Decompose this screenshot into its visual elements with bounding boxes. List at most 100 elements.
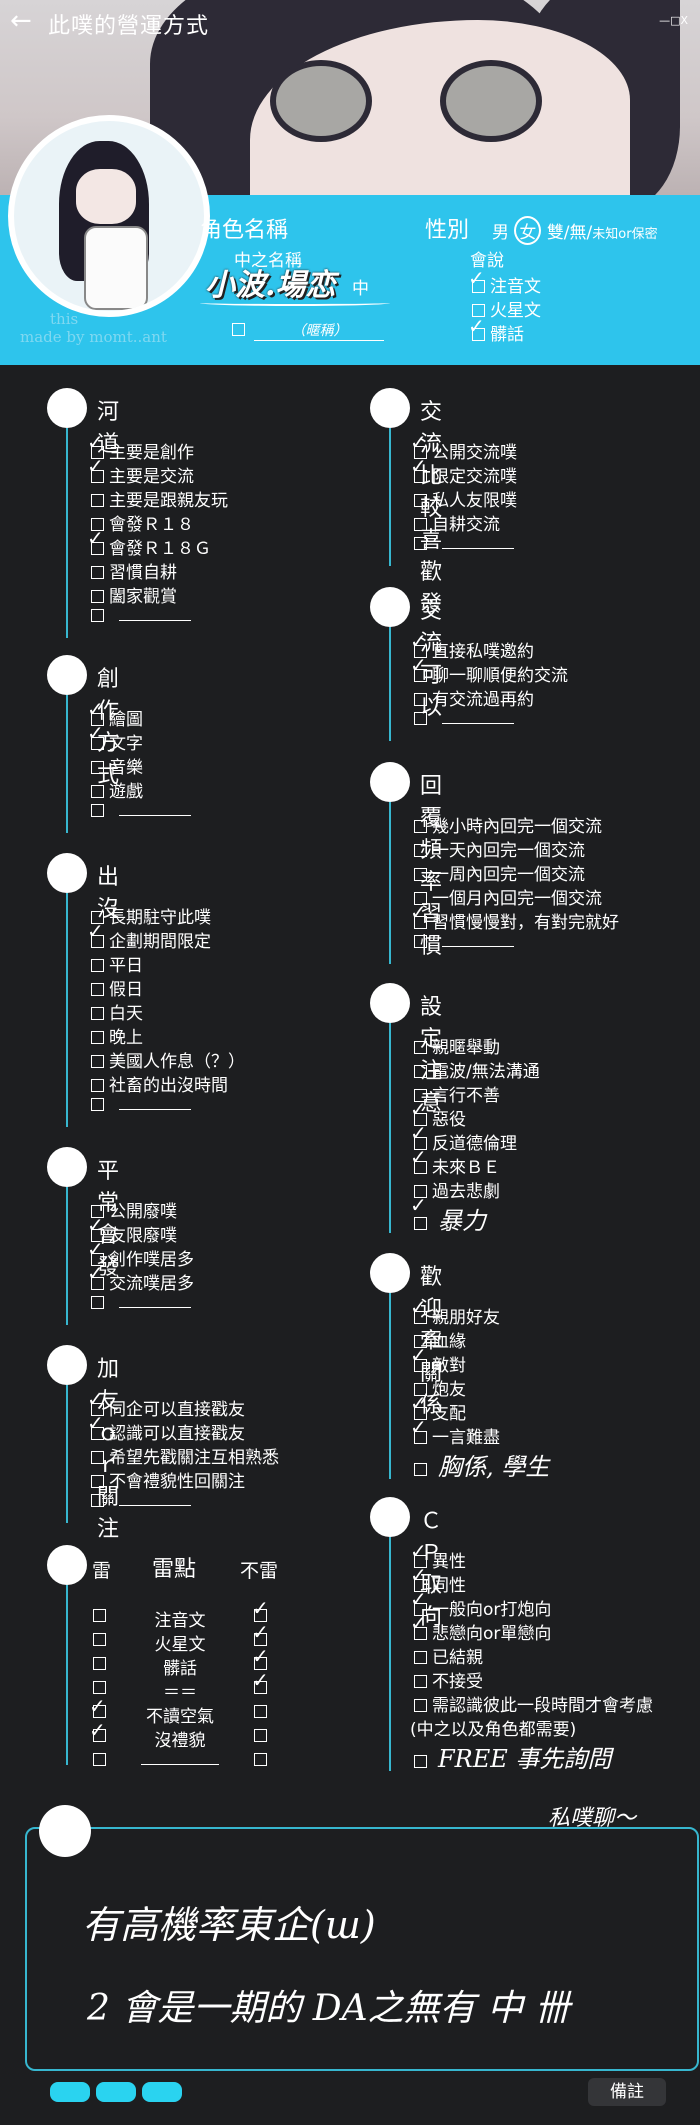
checklist-item[interactable]: 炮友 (414, 1375, 466, 1400)
checkbox[interactable] (414, 820, 427, 833)
checklist-item[interactable]: 主要是跟親友玩 (91, 486, 228, 511)
checklist-item[interactable]: 公開廢噗 (91, 1197, 177, 1222)
checklist-item[interactable]: 聊一聊順便約交流✓ (410, 653, 568, 686)
trigger-bulei-cell[interactable] (254, 1750, 272, 1770)
checkbox[interactable] (414, 916, 427, 929)
checklist-item[interactable] (414, 932, 514, 952)
checkbox[interactable] (414, 1699, 427, 1712)
trigger-lei-cell[interactable]: ✓ (89, 1718, 111, 1746)
checkbox[interactable] (91, 1403, 104, 1416)
checklist-item[interactable] (91, 1095, 191, 1115)
checkbox[interactable] (91, 1296, 104, 1309)
checklist-item[interactable]: 希望先戳關注互相熟悉 (91, 1443, 279, 1468)
checkbox[interactable] (91, 1253, 104, 1266)
checkbox-bulei[interactable] (254, 1657, 267, 1670)
speak-item[interactable]: 注音文✓ (468, 266, 541, 297)
checklist-item[interactable]: 已結親 (414, 1643, 483, 1668)
speak-item[interactable]: 火星文 (472, 296, 541, 321)
checklist-item[interactable] (91, 606, 191, 626)
checklist-item[interactable]: 支配✓ (410, 1391, 466, 1424)
checklist-item[interactable]: 直接私噗邀約✓ (410, 629, 534, 662)
checklist-item[interactable]: 需認識彼此一段時間才會考慮 (414, 1691, 653, 1716)
checklist-item[interactable] (414, 534, 514, 554)
checklist-item[interactable]: 一個月內回完一個交流 (414, 884, 602, 909)
checklist-item[interactable]: FREE 事先詢問 (414, 1739, 611, 1774)
checkbox[interactable] (91, 1098, 104, 1111)
checkbox[interactable] (91, 959, 104, 972)
checkbox-bulei[interactable] (254, 1633, 267, 1646)
checklist-item[interactable]: 私人友限噗 (414, 486, 517, 511)
checkbox[interactable] (414, 1431, 427, 1444)
checkbox[interactable] (414, 693, 427, 706)
checkbox[interactable] (91, 494, 104, 507)
checklist-item[interactable]: 主要是創作✓ (87, 430, 194, 463)
checklist-item[interactable]: 白天 (91, 999, 143, 1024)
checkbox[interactable] (91, 1427, 104, 1440)
checkbox[interactable] (91, 1205, 104, 1218)
checklist-item[interactable]: 一般向or打炮向✓ (410, 1587, 551, 1620)
checkbox[interactable] (414, 518, 427, 531)
checkbox[interactable] (414, 645, 427, 658)
checkbox[interactable] (414, 712, 427, 725)
checkbox[interactable] (414, 446, 427, 459)
checklist-item[interactable]: 同性✓ (410, 1563, 466, 1596)
checkbox[interactable] (414, 669, 427, 682)
checkbox[interactable] (414, 1311, 427, 1324)
checklist-item[interactable]: 自耕交流 (414, 510, 500, 535)
checkbox-lei[interactable] (93, 1681, 106, 1694)
checkbox[interactable] (414, 868, 427, 881)
checklist-item[interactable]: 會發Ｒ１８Ｇ✓ (87, 526, 211, 559)
checkbox[interactable] (472, 280, 485, 293)
checklist-item[interactable]: 異性✓ (410, 1539, 466, 1572)
checkbox[interactable] (414, 1627, 427, 1640)
trigger-bulei-cell[interactable]: ✓ (252, 1620, 272, 1650)
checklist-item[interactable]: 習慣慢慢對，有對完就好✓ (410, 900, 619, 933)
checklist-item[interactable]: 血緣 (414, 1327, 466, 1352)
trigger-bulei-cell[interactable]: ✓ (252, 1668, 272, 1698)
checklist-item[interactable]: 創作噗居多✓ (87, 1237, 194, 1270)
checkbox[interactable] (414, 1113, 427, 1126)
checklist-item[interactable]: 企劃期間限定✓ (87, 919, 211, 952)
trigger-lei-cell[interactable] (93, 1606, 111, 1626)
checklist-item[interactable]: 文字✓ (87, 721, 143, 754)
checklist-item[interactable]: 同企可以直接戳友✓ (87, 1387, 245, 1420)
checkbox-bulei[interactable] (254, 1681, 267, 1694)
checkbox[interactable] (414, 1065, 427, 1078)
checklist-item[interactable]: 有交流過再約 (414, 685, 534, 710)
checkbox[interactable] (414, 1555, 427, 1568)
checklist-item[interactable]: 親朋好友✓ (410, 1295, 500, 1328)
checklist-item[interactable]: 不會禮貌性回關注 (91, 1467, 245, 1492)
checklist-item[interactable]: 不接受 (414, 1667, 483, 1692)
checkbox[interactable] (414, 1675, 427, 1688)
checklist-item[interactable]: 一周內回完一個交流 (414, 860, 585, 885)
checkbox[interactable] (414, 1089, 427, 1102)
checkbox[interactable] (414, 1335, 427, 1348)
trigger-lei-cell[interactable]: ✓ (89, 1694, 111, 1722)
checklist-item[interactable]: 友限廢噗✓ (87, 1213, 177, 1246)
speak-item[interactable]: 髒話✓ (468, 314, 541, 345)
checklist-item[interactable]: 一天內回完一個交流 (414, 836, 585, 861)
checkbox[interactable] (91, 1229, 104, 1242)
checklist-item[interactable]: 電波/無法溝通 (414, 1057, 540, 1082)
checkbox[interactable] (414, 1185, 427, 1198)
checkbox[interactable] (91, 1494, 104, 1507)
checkbox[interactable] (414, 844, 427, 857)
checkbox-bulei[interactable] (254, 1705, 267, 1718)
trigger-bulei-cell[interactable] (254, 1702, 272, 1722)
checkbox[interactable] (414, 1407, 427, 1420)
checklist-item[interactable]: 胸係, 學生 (414, 1447, 549, 1482)
checkbox[interactable] (91, 737, 104, 750)
checkbox[interactable] (91, 1079, 104, 1092)
checklist-item[interactable]: 親暱舉動 (414, 1033, 500, 1058)
checkbox[interactable] (414, 1041, 427, 1054)
checkbox-bulei[interactable] (254, 1729, 267, 1742)
gender-male[interactable]: 男 (492, 223, 509, 243)
checklist-item[interactable]: 過去悲劇 (414, 1177, 500, 1202)
checkbox[interactable] (414, 1359, 427, 1372)
checkbox[interactable] (91, 609, 104, 622)
checkbox-bulei[interactable] (254, 1609, 267, 1622)
checklist-item[interactable]: 主要是交流✓ (87, 454, 194, 487)
checklist-item[interactable] (414, 709, 514, 729)
trigger-bulei-cell[interactable] (254, 1726, 272, 1746)
checklist-item[interactable]: 悲戀向or單戀向✓ (410, 1611, 551, 1644)
